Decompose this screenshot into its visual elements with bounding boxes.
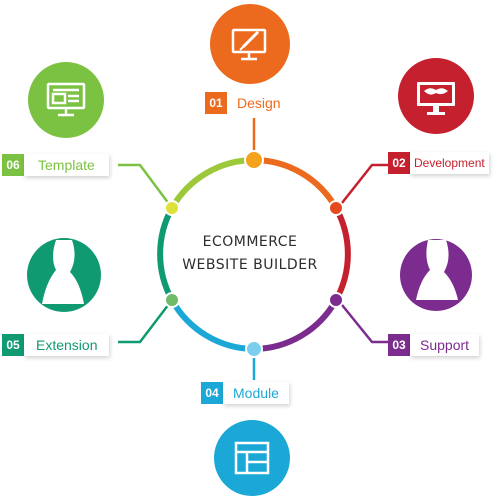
ring-arc-module	[169, 298, 255, 352]
connector-template	[118, 163, 174, 209]
step-number-support: 03	[388, 334, 410, 356]
center-ring	[157, 157, 351, 352]
ring-arc-support	[253, 298, 339, 352]
step-text-extension: Extension	[24, 334, 110, 356]
node-extension	[164, 292, 180, 308]
template-circle	[28, 62, 104, 138]
connector-development	[337, 163, 392, 209]
development-circle	[398, 58, 474, 134]
step-label-extension: 05 Extension	[2, 334, 110, 356]
center-title-line2: WEBSITE BUILDER	[182, 257, 318, 273]
step-number-extension: 05	[2, 334, 24, 356]
step-label-design: 01 Design	[205, 92, 291, 114]
extension-circle	[27, 238, 101, 312]
ring-arc-template	[169, 157, 255, 210]
connector-extension	[118, 299, 173, 344]
step-number-development: 02	[388, 152, 410, 174]
step-label-module: 04 Module	[201, 382, 289, 404]
ring-arc-design	[253, 157, 339, 210]
step-number-module: 04	[201, 382, 223, 404]
connector-support	[337, 299, 392, 344]
node-module	[245, 340, 263, 358]
step-text-development: Development	[410, 152, 489, 174]
ring-arc-extension	[157, 206, 175, 302]
node-support	[328, 292, 344, 308]
step-number-template: 06	[2, 154, 24, 176]
step-text-design: Design	[227, 92, 291, 114]
step-label-template: 06 Template	[2, 154, 109, 176]
step-number-design: 01	[205, 92, 227, 114]
design-monitor-icon	[231, 28, 267, 61]
extension-person-icon	[42, 240, 84, 304]
center-title-line1: ECOMMERCE	[202, 234, 298, 250]
node-template	[164, 200, 180, 216]
template-monitor-icon	[46, 82, 86, 117]
development-monitor-icon	[417, 82, 455, 115]
module-circle	[214, 420, 290, 496]
step-label-support: 03 Support	[388, 334, 480, 356]
support-circle	[400, 239, 472, 311]
node-design	[244, 150, 264, 170]
step-text-module: Module	[223, 382, 289, 404]
node-development	[328, 200, 344, 216]
step-label-development: 02 Development	[388, 152, 489, 174]
design-circle	[210, 4, 290, 84]
connector-lines	[118, 118, 392, 380]
ring-nodes	[164, 150, 344, 358]
ring-arc-development	[333, 206, 351, 302]
step-text-support: Support	[410, 334, 480, 356]
module-layout-icon	[234, 441, 270, 475]
support-person-icon	[416, 240, 458, 300]
step-text-template: Template	[24, 154, 109, 176]
